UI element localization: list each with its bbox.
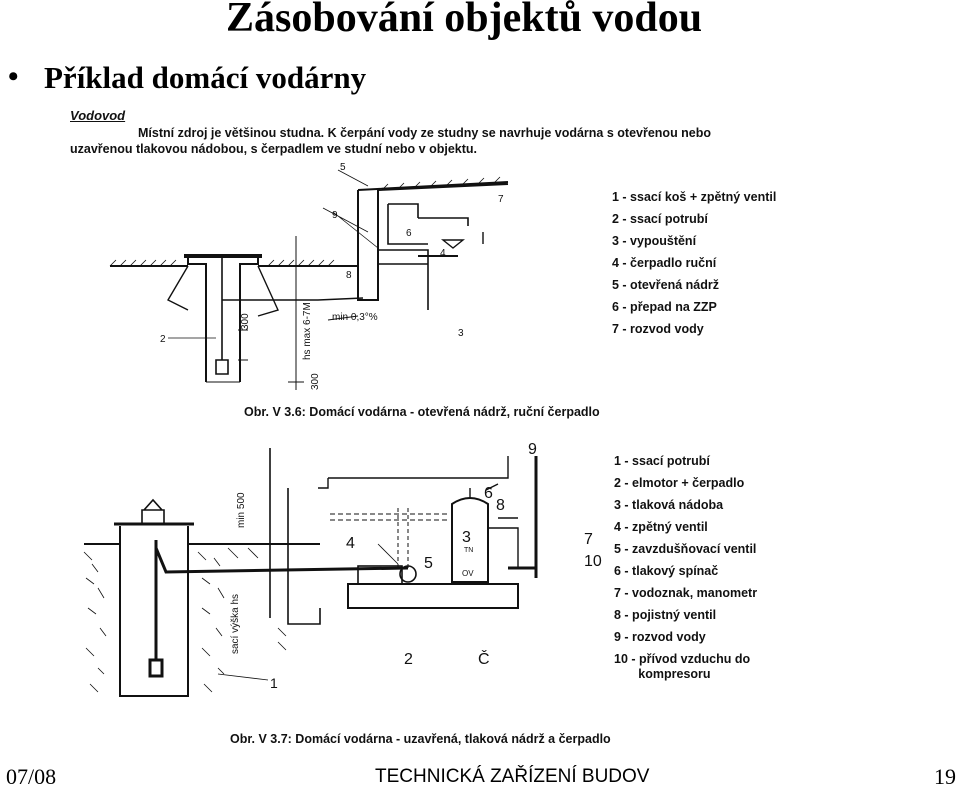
fig1-slope-label: min 0,3°% xyxy=(332,312,378,323)
fig2-dim-min500: min 500 xyxy=(236,492,247,528)
fig2-label-1: 1 xyxy=(270,675,278,691)
fig2-label-2: 2 xyxy=(404,651,413,668)
fig2-label-6: 6 xyxy=(484,485,493,502)
slide-title: Zásobování objektů vodou xyxy=(226,0,703,41)
fig1-label-3: 3 xyxy=(458,328,464,339)
legend-item: 7 - rozvod vody xyxy=(612,322,704,336)
figure2-legend: 1 - ssací potrubí 2 - elmotor + čerpadlo… xyxy=(614,450,757,682)
legend-item: 3 - vypouštění xyxy=(612,234,697,248)
fig1-dim-hs: hs max 6-7M xyxy=(302,302,313,360)
fig1-label-2: 2 xyxy=(160,334,166,345)
fig2-tank-tn: TN xyxy=(464,547,473,554)
legend-item: 9 - rozvod vody xyxy=(614,630,706,644)
legend-item: 5 - otevřená nádrž xyxy=(612,278,719,292)
fig2-label-9: 9 xyxy=(528,441,537,458)
figure1-legend: 1 - ssací koš + zpětný ventil 2 - ssací … xyxy=(612,186,776,340)
fig1-label-5: 5 xyxy=(340,162,346,173)
figure2-drawing: 9 6 8 3 4 5 7 10 2 Č 1 min 500 sací výšk… xyxy=(83,441,602,697)
footer-course-title: TECHNICKÁ ZAŘÍZENÍ BUDOV xyxy=(375,766,650,787)
legend-item: 2 - ssací potrubí xyxy=(612,212,708,226)
legend-item: 7 - vodoznak, manometr xyxy=(614,586,758,600)
fig2-label-8: 8 xyxy=(496,497,505,514)
legend-item: 1 - ssací potrubí xyxy=(614,454,710,468)
legend-item: 3 - tlaková nádoba xyxy=(614,498,724,512)
fig1-dim-300-a: 300 xyxy=(240,313,251,330)
figure1-drawing: 5 7 9 6 4 8 2 3 300 300 hs max 6-7M min … xyxy=(109,162,509,390)
fig1-label-4: 4 xyxy=(440,248,446,259)
fig2-dim-suction: sací výška hs xyxy=(230,594,241,654)
fig1-label-7: 7 xyxy=(498,194,504,205)
legend-item: 2 - elmotor + čerpadlo xyxy=(614,476,745,490)
footer-page-number: 19 xyxy=(934,764,956,789)
legend-item: 4 - zpětný ventil xyxy=(614,520,708,534)
legend-item: 6 - přepad na ZZP xyxy=(612,300,717,314)
fig2-tank-ov: OV xyxy=(462,569,474,578)
legend-item: 5 - zavzdušňovací ventil xyxy=(614,542,757,556)
fig2-label-7: 7 xyxy=(584,531,593,548)
fig1-label-8: 8 xyxy=(346,270,352,281)
figure1-caption: Obr. V 3.6: Domácí vodárna - otevřená ná… xyxy=(244,405,600,419)
scan-heading: Vodovod xyxy=(70,108,126,123)
figure2-caption: Obr. V 3.7: Domácí vodárna - uzavřená, t… xyxy=(230,732,611,746)
slide-subtitle: Příklad domácí vodárny xyxy=(44,60,367,95)
scan-intro-line-1: Místní zdroj je většinou studna. K čerpá… xyxy=(138,126,712,140)
legend-item: kompresoru xyxy=(614,667,711,681)
fig2-label-4: 4 xyxy=(346,535,355,552)
fig2-label-3: 3 xyxy=(462,529,471,546)
legend-item: 6 - tlakový spínač xyxy=(614,564,719,578)
fig2-label-5: 5 xyxy=(424,555,433,572)
fig1-dim-300-b: 300 xyxy=(310,373,321,390)
bullet-point: • xyxy=(8,60,19,93)
legend-item: 4 - čerpadlo ruční xyxy=(612,256,717,270)
fig1-label-6: 6 xyxy=(406,228,412,239)
footer-date: 07/08 xyxy=(6,764,57,789)
scan-intro-line-2: uzavřenou tlakovou nádobou, s čerpadlem … xyxy=(70,142,478,156)
legend-item: 1 - ssací koš + zpětný ventil xyxy=(612,190,777,204)
legend-item: 8 - pojistný ventil xyxy=(614,608,717,622)
fig2-label-c: Č xyxy=(478,649,490,668)
fig1-label-9: 9 xyxy=(332,210,338,221)
scanned-document-image: Vodovod Místní zdroj je většinou studna.… xyxy=(28,102,920,757)
legend-item: 10 - přívod vzduchu do xyxy=(614,652,751,666)
fig2-label-10: 10 xyxy=(584,553,602,570)
